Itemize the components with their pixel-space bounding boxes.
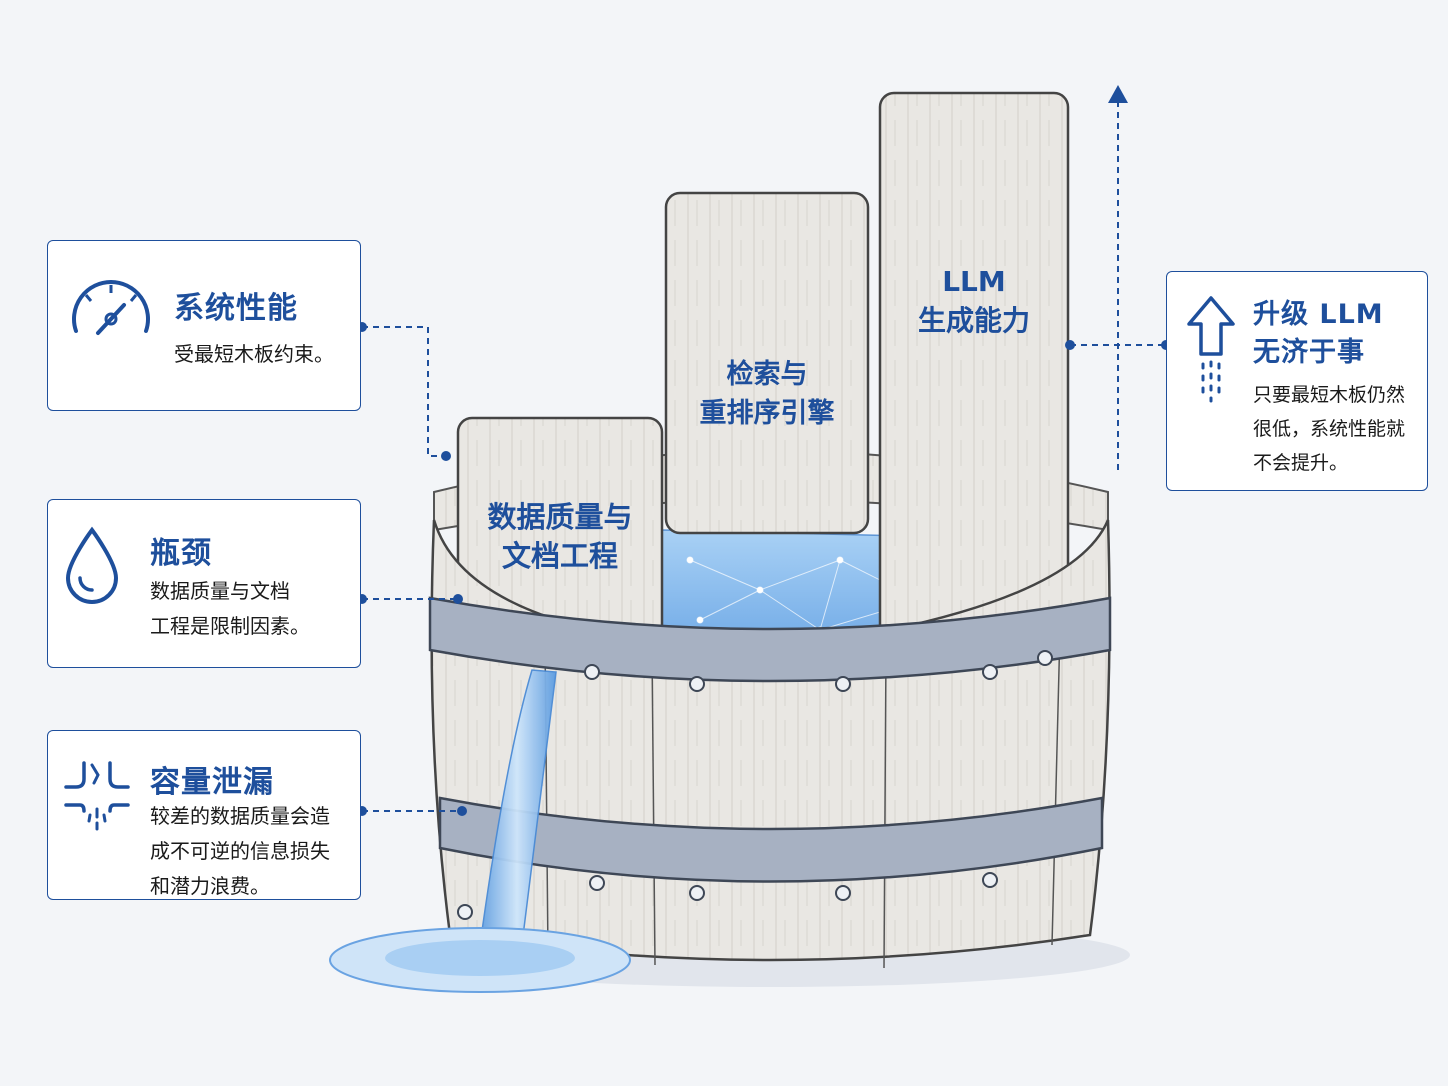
up-arrow-icon: [1183, 294, 1239, 408]
plank-tall: [878, 91, 1070, 655]
connector-lines: [362, 103, 1166, 812]
barrel-staves: [544, 629, 1061, 969]
card-bottleneck: 瓶颈 数据质量与文档 工程是限制因素。: [47, 499, 361, 668]
card-leak: 容量泄漏 较差的数据质量会造 成不可逆的信息损失 和潜力浪费。: [47, 730, 361, 900]
barrel-band-lower: [438, 796, 1104, 883]
band-rivets: [457, 650, 1053, 920]
card-title: 升级 LLM 无济于事: [1253, 299, 1384, 368]
plank-middle: [664, 191, 870, 535]
card-title: 容量泄漏: [150, 765, 274, 800]
card-title: 系统性能: [174, 291, 298, 326]
plank-label-short: 数据质量与 文档工程: [487, 500, 633, 573]
card-upgrade: 升级 LLM 无济于事 只要最短木板仍然 很低，系统性能就 不会提升。: [1166, 271, 1428, 491]
card-title: 瓶颈: [150, 536, 212, 571]
plank-label-tall: LLM 生成能力: [917, 265, 1030, 337]
card-description: 数据质量与文档 工程是限制因素。: [150, 579, 310, 638]
upgrade-arrowhead: [1108, 85, 1128, 103]
gauge-icon: [68, 271, 154, 345]
card-description: 只要最短木板仍然 很低，系统性能就 不会提升。: [1253, 384, 1406, 474]
card-description: 较差的数据质量会造 成不可逆的信息损失 和潜力浪费。: [150, 804, 330, 898]
leak-icon: [62, 757, 132, 841]
barrel-band-upper: [428, 596, 1112, 683]
water-drop-icon: [62, 526, 122, 610]
card-performance: 系统性能 受最短木板约束。: [47, 240, 361, 411]
plank-label-middle: 检索与 重排序引擎: [699, 359, 835, 429]
water-puddle-inner: [385, 940, 575, 976]
card-description: 受最短木板约束。: [174, 342, 334, 366]
